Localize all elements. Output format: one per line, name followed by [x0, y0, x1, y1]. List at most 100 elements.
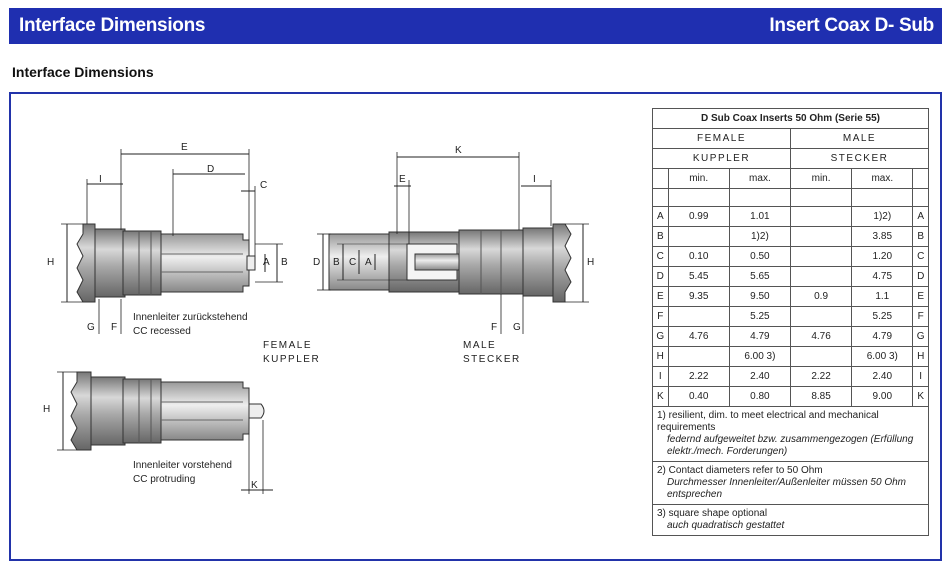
- row-value-m-max: 6.00 3): [851, 346, 914, 367]
- protruding-connector-drawing: [57, 371, 273, 494]
- table-header-max-male: max.: [851, 168, 914, 189]
- row-letter-left: H: [652, 346, 669, 367]
- dim-label-d-male: D: [313, 257, 321, 268]
- row-value-m-max: 4.79: [851, 326, 914, 347]
- section-title: Interface Dimensions: [12, 64, 154, 80]
- row-value-f-max: 1)2): [728, 226, 791, 247]
- note-2: 2) Contact diameters refer to 50 Ohm Dur…: [652, 461, 929, 505]
- row-value-m-min: 2.22: [789, 366, 853, 387]
- header-bar: Interface Dimensions Insert Coax D- Sub: [9, 8, 942, 44]
- row-letter-right: I: [912, 366, 929, 387]
- table-male-de: STECKER: [789, 148, 930, 169]
- row-value-f-max: 5.25: [728, 306, 791, 327]
- row-value-m-max: 1.1: [851, 286, 914, 307]
- dim-label-i-female: I: [99, 174, 102, 185]
- row-letter-left: K: [652, 386, 669, 407]
- connector-drawings-svg: [57, 149, 589, 494]
- row-value-m-max: 2.40: [851, 366, 914, 387]
- male-connector-drawing: [317, 152, 589, 334]
- row-value-m-max: 1)2): [851, 206, 914, 227]
- female-note-de: Innenleiter zurückstehend: [133, 312, 248, 323]
- female-label-de: KUPPLER: [263, 354, 321, 365]
- dim-label-e-female: E: [181, 142, 188, 153]
- row-value-f-max: 4.79: [728, 326, 791, 347]
- row-value-f-max: 2.40: [728, 366, 791, 387]
- row-value-f-min: 0.40: [667, 386, 730, 407]
- content-frame: E D C I H A B G F Innenleiter zurücksteh…: [9, 92, 942, 561]
- table-title: D Sub Coax Inserts 50 Ohm (Serie 55): [652, 108, 929, 129]
- row-letter-left: E: [652, 286, 669, 307]
- note-3: 3) square shape optional auch quadratisc…: [652, 504, 929, 536]
- row-letter-left: I: [652, 366, 669, 387]
- table-header-min-male: min.: [789, 168, 853, 189]
- dim-label-i-male: I: [533, 174, 536, 185]
- dim-label-c-male: C: [349, 257, 357, 268]
- row-value-m-max: 1.20: [851, 246, 914, 267]
- female-connector-drawing: [61, 149, 283, 334]
- dim-label-c-female: C: [260, 180, 268, 191]
- row-value-m-max: 5.25: [851, 306, 914, 327]
- female-label-en: FEMALE: [263, 340, 313, 351]
- dim-label-k-protruding: K: [251, 480, 258, 491]
- row-letter-right: C: [912, 246, 929, 267]
- dim-label-b-female: B: [281, 257, 288, 268]
- row-value-f-min: 9.35: [667, 286, 730, 307]
- row-letter-left: B: [652, 226, 669, 247]
- dim-label-a-male: A: [365, 257, 372, 268]
- row-letter-right: K: [912, 386, 929, 407]
- row-value-f-min: 0.10: [667, 246, 730, 267]
- dim-label-k-male: K: [455, 145, 462, 156]
- row-letter-right: F: [912, 306, 929, 327]
- row-value-f-min: [667, 226, 730, 247]
- dim-label-h-protruding: H: [43, 404, 51, 415]
- row-letter-right: D: [912, 266, 929, 287]
- protrude-note-de: Innenleiter vorstehend: [133, 460, 232, 471]
- note-2-de: Durchmesser Innenleiter/Außenleiter müss…: [667, 477, 906, 500]
- row-value-m-max: 9.00: [851, 386, 914, 407]
- row-value-f-min: [667, 346, 730, 367]
- row-letter-right: B: [912, 226, 929, 247]
- table-male-en: MALE: [789, 128, 930, 149]
- note-1-de: federnd aufgeweitet bzw. zusammengezogen…: [667, 434, 914, 457]
- note-3-de: auch quadratisch gestattet: [667, 520, 785, 531]
- row-value-f-max: 1.01: [728, 206, 791, 227]
- dim-label-f-female: F: [111, 322, 118, 333]
- row-value-m-min: 4.76: [789, 326, 853, 347]
- row-letter-right: G: [912, 326, 929, 347]
- row-value-m-min: [789, 226, 853, 247]
- row-value-f-min: 4.76: [667, 326, 730, 347]
- table-header-max-female: max.: [728, 168, 791, 189]
- table-female-de: KUPPLER: [652, 148, 791, 169]
- row-value-m-max: 3.85: [851, 226, 914, 247]
- row-letter-left: F: [652, 306, 669, 327]
- dim-label-h-male: H: [587, 257, 595, 268]
- row-letter-right: E: [912, 286, 929, 307]
- row-letter-left: C: [652, 246, 669, 267]
- row-value-f-max: 9.50: [728, 286, 791, 307]
- dim-label-b-male: B: [333, 257, 340, 268]
- spec-table: D Sub Coax Inserts 50 Ohm (Serie 55) FEM…: [652, 108, 930, 536]
- dim-label-a-female: A: [263, 257, 270, 268]
- dim-label-g-female: G: [87, 322, 95, 333]
- dim-label-e-male: E: [399, 174, 406, 185]
- table-header-blank-right: [912, 168, 929, 189]
- row-letter-left: D: [652, 266, 669, 287]
- header-right-title: Insert Coax D- Sub: [769, 15, 934, 36]
- row-letter-left: G: [652, 326, 669, 347]
- dim-label-h-female: H: [47, 257, 55, 268]
- row-value-f-min: 2.22: [667, 366, 730, 387]
- row-value-m-min: [789, 246, 853, 267]
- male-label-de: STECKER: [463, 354, 521, 365]
- female-note-en: CC recessed: [133, 326, 191, 337]
- row-value-f-max: 5.65: [728, 266, 791, 287]
- row-value-m-min: [789, 346, 853, 367]
